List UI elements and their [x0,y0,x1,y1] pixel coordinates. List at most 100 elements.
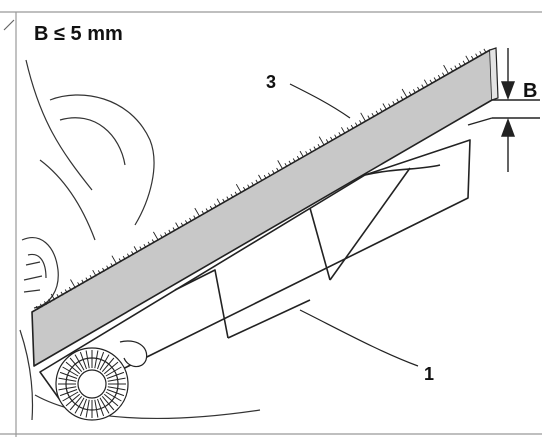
ruler-tick [118,258,122,263]
ruler-tick [60,291,64,296]
ruler-tick [255,179,259,184]
ruler-tick [392,101,396,106]
ruler-tick [234,191,238,196]
ruler-tick [400,96,404,101]
gap-dimension [500,48,516,172]
gear-tooth [69,395,83,411]
ruler-tick [379,108,383,113]
ruler-tick [465,55,470,63]
ruler-tick [458,62,462,67]
ruler-tick [214,203,217,208]
ruler-tick [106,265,109,270]
ruler-tick [433,77,437,82]
gear-tooth [85,399,90,418]
ruler-tick [417,86,420,91]
ruler-tick [292,158,296,163]
ruler-tick [462,60,466,65]
ruler-tick [209,205,213,210]
gear-tooth [103,393,119,407]
ruler-tick [175,222,180,229]
gear-tooth [58,386,77,391]
pencil-mark-icon [3,19,15,31]
ruler-tick [375,110,379,115]
ruler-tick [341,127,346,134]
ruler-tick [325,139,329,144]
ruler-tick [388,103,391,108]
ruler-tick [102,267,105,272]
ruler-tick [193,215,197,220]
ruler-tick [277,160,284,170]
ruler-tick [318,136,325,146]
ruler-tick [423,79,429,86]
ruler-tick [346,127,350,132]
ruler-tick-marks [35,48,487,310]
ruler-tick [408,91,412,96]
ruler-tick [401,88,408,98]
ruler-tick [350,124,354,129]
ruler-tick [143,243,147,248]
ruler-tick [296,155,300,160]
gap-condition-label: B ≤ 5 mm [34,23,123,45]
ruler-tick [92,269,97,277]
ruler-tick [309,148,313,153]
ruler-tick [81,279,85,284]
mower-body-sketch [19,59,261,421]
ruler-tick [194,207,201,217]
ruler-tick [44,301,47,306]
ruler-tick [243,186,246,191]
ruler-tick [35,305,39,310]
ruler-tick [50,293,56,301]
ruler-tick [429,79,433,84]
gear-tooth [58,377,77,382]
gear-tooth [74,354,85,371]
ruler-tick [201,210,205,215]
ruler-tick [70,279,76,289]
callout-blade-number: 1 [424,364,434,384]
ruler-tick [442,72,445,77]
gear-tooth [106,371,125,379]
ruler-tick [77,282,80,287]
gear-tooth [59,389,78,397]
gear-tooth [94,350,99,369]
ruler-tick [151,239,155,244]
gear-tooth [62,391,79,402]
ruler-tick [205,208,209,213]
ruler-tick [272,170,275,175]
gear-tooth [101,395,115,411]
gear-tooth [103,361,119,375]
ruler-tick [251,182,255,187]
ruler-tick [284,162,288,167]
ruler-tick [247,184,250,189]
ruler-tick [180,222,184,227]
ruler-tick [235,183,242,194]
ruler-tick [133,246,138,253]
ruler-tick [299,150,304,158]
gear-tooth [79,398,87,417]
ruler-tick [189,217,192,222]
gear-tooth [107,377,126,382]
ruler-tick [454,65,458,70]
ruler-tick [263,174,267,179]
ruler-tick [371,112,375,117]
callout-ruler-number: 3 [266,72,276,92]
ruler-tick [413,89,416,94]
ruler-tick [110,263,114,267]
gear-tooth [107,386,126,391]
gear-tooth [74,397,85,414]
ruler-tick [396,98,400,103]
ruler-tick [367,115,371,120]
ruler-tick [443,64,449,75]
ruler [31,47,499,367]
gear-tooth [69,357,83,373]
gear-tooth [105,391,122,402]
ruler-tick [334,134,337,139]
gear-tooth [97,398,105,417]
ruler-tick [64,289,68,294]
ruler-tick [127,253,130,258]
gear-tooth [79,351,87,370]
ruler-tick [330,136,333,141]
ruler-tick [222,198,226,203]
gear-tooth [65,393,81,407]
ruler-tick [160,234,163,239]
